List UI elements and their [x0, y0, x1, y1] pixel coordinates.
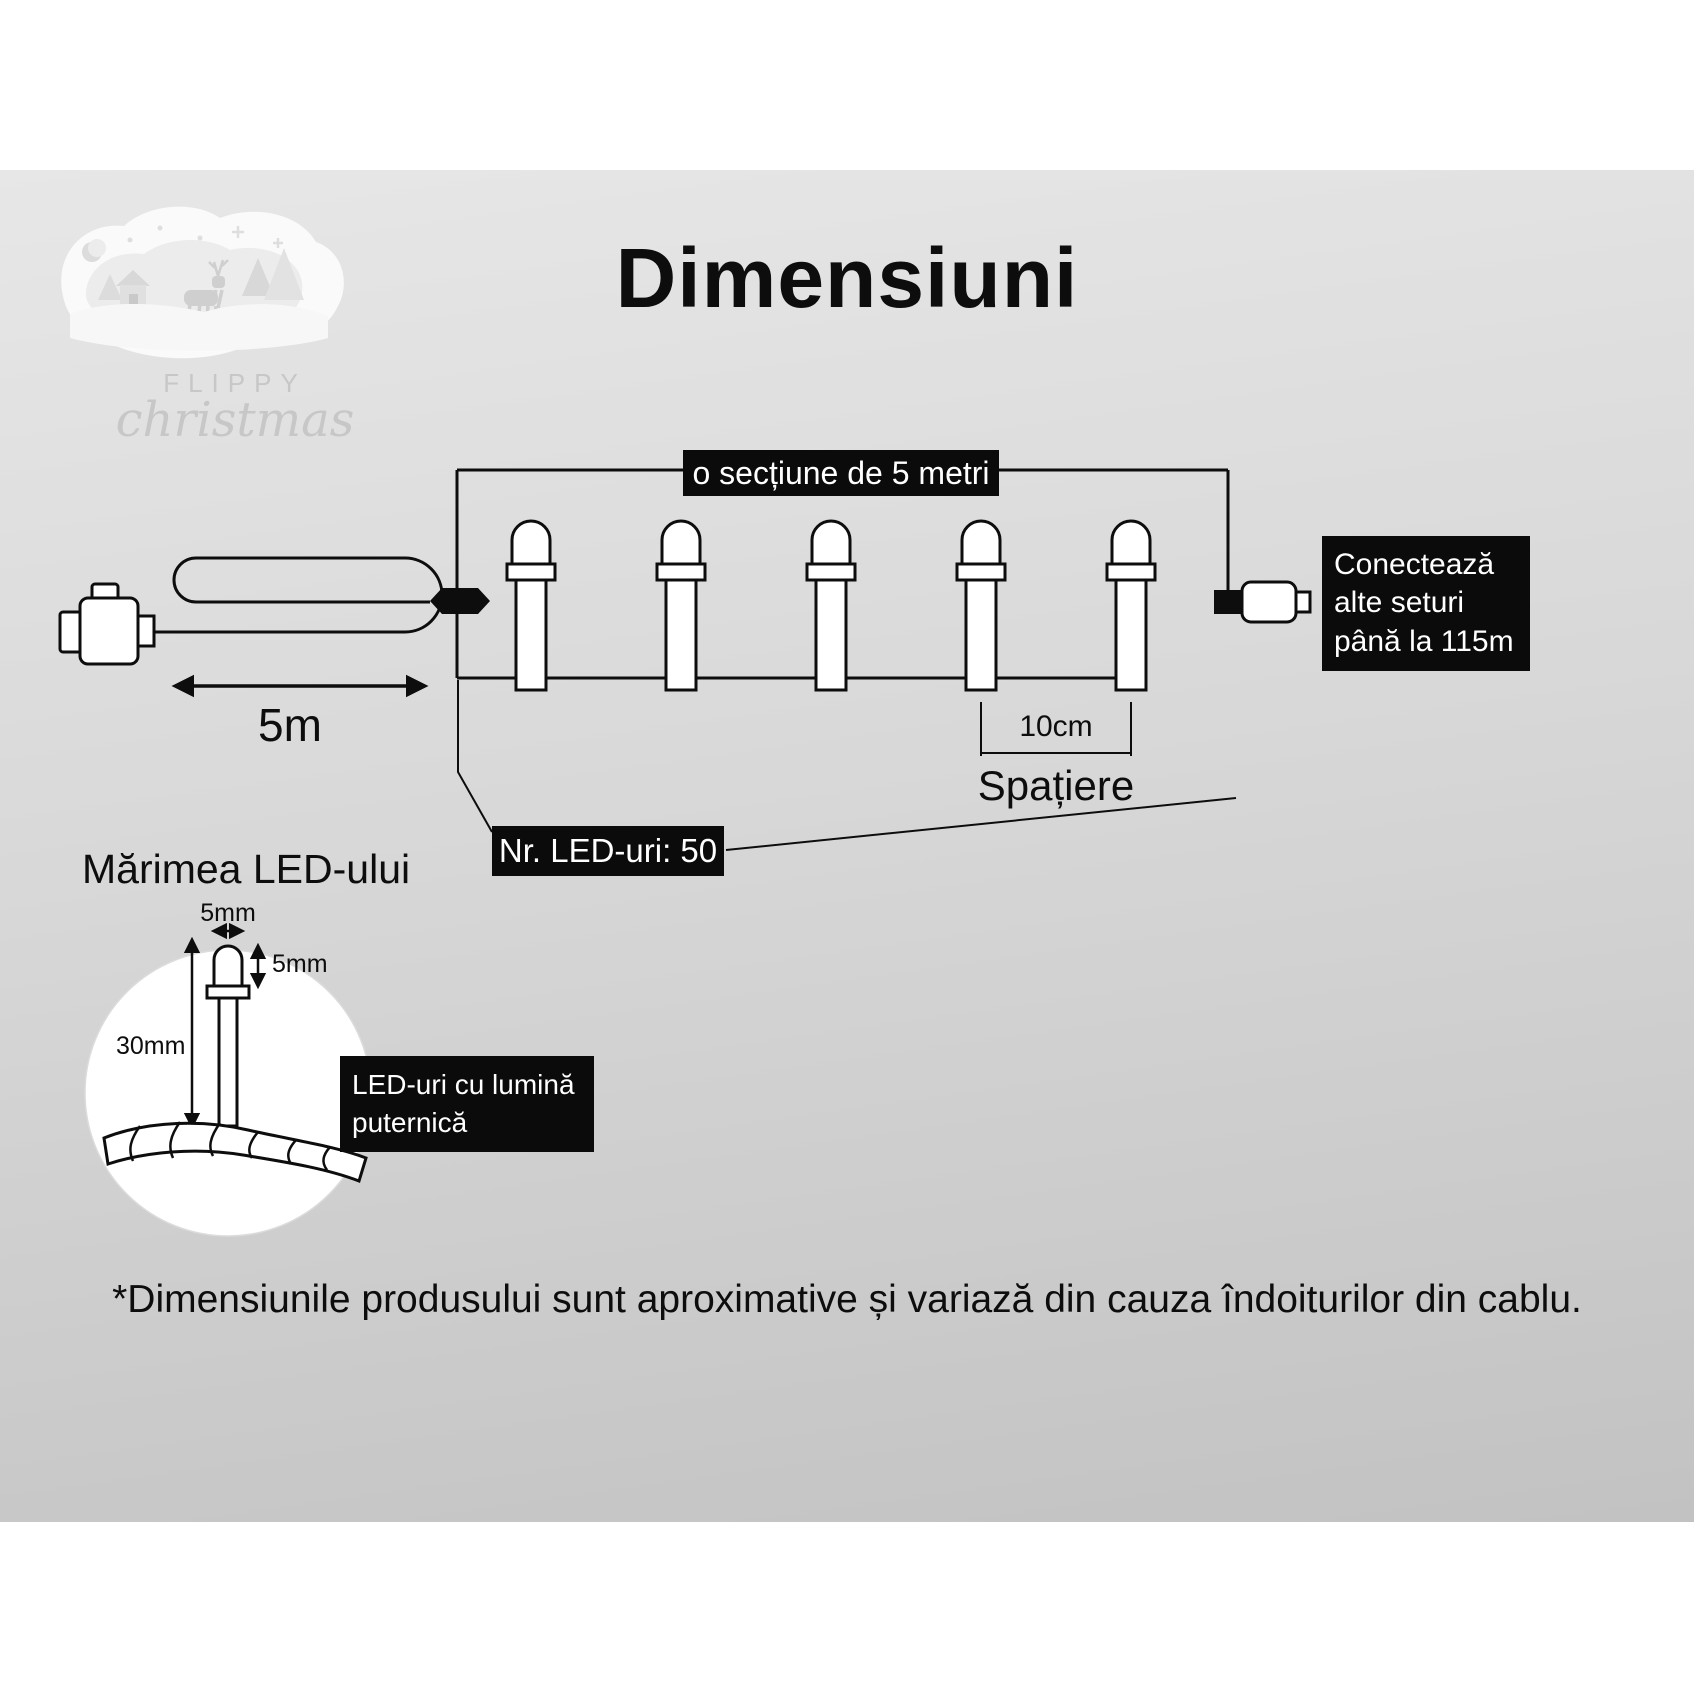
tree-icon [242, 258, 274, 296]
footer-disclaimer: *Dimensiunile produsului sunt aproximati… [112, 1278, 1582, 1321]
tree-icon [98, 274, 122, 300]
led-bulb-icon [505, 519, 557, 692]
spacing-value-label: 10cm [1019, 710, 1093, 743]
bulb-width-label: 5mm [200, 899, 256, 927]
bright-led-label: LED-uri cu lumină puternică [340, 1056, 594, 1152]
coiled-cable [152, 556, 444, 634]
brand-script: christmas [115, 392, 355, 448]
power-plug-icon [58, 582, 156, 666]
spacing-ticks [980, 702, 1132, 756]
zoom-led-bulb-icon [205, 944, 251, 1128]
led-bulb-icon [955, 519, 1007, 692]
gray-background [0, 170, 1694, 1522]
brand-name: FLIPPY [163, 368, 307, 398]
bulb-height-label: 5mm [272, 950, 328, 978]
tree-icon [264, 248, 304, 300]
spacing-caption: Spațiere [977, 762, 1135, 809]
led-count-label: Nr. LED-uri: 50 [492, 826, 724, 876]
led-bulb-icon [805, 519, 857, 692]
led-detail-zoom [84, 922, 372, 1237]
led-bulb-icon [1105, 519, 1157, 692]
ferrule-connector-icon [430, 588, 490, 614]
flippy-christmas-logo-icon [61, 206, 344, 359]
led-size-heading: Mărimea LED-ului [82, 846, 411, 892]
led-bulb-icon [655, 519, 707, 692]
end-connector-icon [1214, 580, 1312, 624]
snowflake-icon [232, 226, 244, 238]
snow-ground [70, 303, 328, 351]
snowflake-icon [273, 238, 283, 248]
page-title: Dimensiuni [615, 231, 1079, 325]
house-roof-icon [116, 270, 150, 286]
twisted-cable-icon [102, 1121, 368, 1183]
bulb-length-label: 30mm [116, 1032, 186, 1060]
section-length-label: o secțiune de 5 metri [683, 450, 999, 496]
lead-length-label: 5m [258, 699, 322, 751]
connect-sets-label: Conectează alte seturi până la 115m [1322, 536, 1530, 672]
led-string [505, 519, 1157, 692]
callout-lines [457, 680, 1237, 851]
